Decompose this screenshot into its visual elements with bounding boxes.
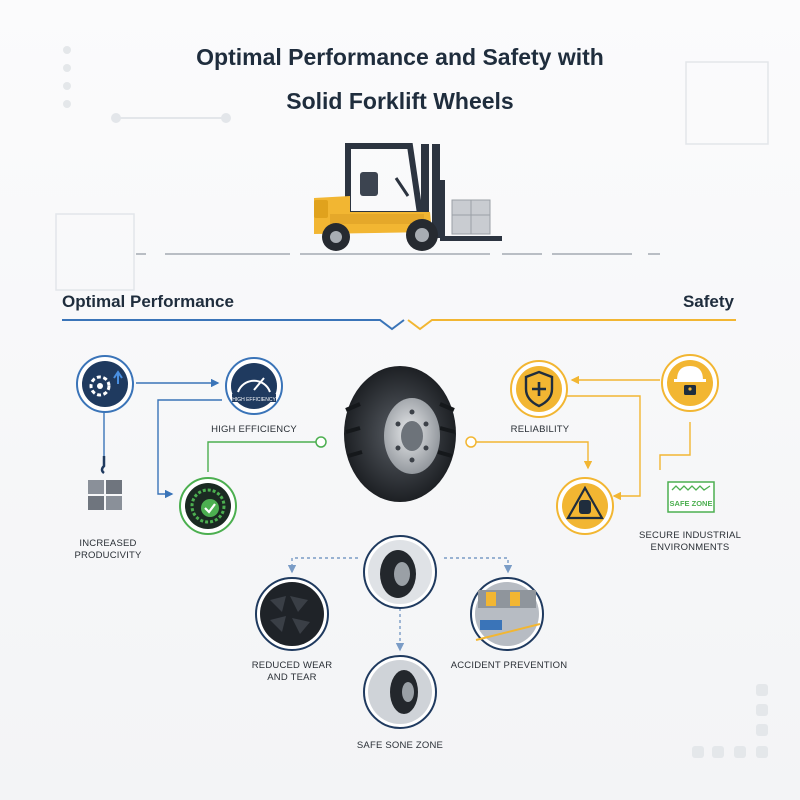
forklift-illustration (314, 143, 502, 251)
tire-tread-icon (255, 577, 329, 651)
central-tire (344, 366, 456, 502)
left-connectors (103, 378, 327, 499)
label-safe-zone: SAFE SONE ZONE (356, 740, 444, 751)
title-line-1: Optimal Performance and Safety with (196, 44, 604, 70)
label-reduced-wear: REDUCED WEAR AND TEAR (232, 660, 352, 684)
label-increased-productivity-line1: INCREASED (79, 538, 137, 549)
decor-dots (63, 46, 768, 758)
hard-hat-lock-icon (661, 354, 719, 412)
title-line-2: Solid Forklift Wheels (286, 88, 514, 114)
gear-upload-icon (76, 355, 134, 413)
safe-zone-badge-text: SAFE ZONE (670, 499, 713, 508)
label-secure-environments-line1: SECURE INDUSTRIAL (638, 530, 742, 541)
label-high-efficiency: HIGH EFFICIENCY (211, 424, 297, 435)
label-reduced-wear-line2: AND TEAR (267, 672, 317, 683)
right-connectors (465, 375, 691, 501)
speedometer-icon: HIGH EFFICIENCY (225, 357, 283, 415)
hand-warning-icon (556, 477, 614, 535)
decor-lines (55, 61, 769, 291)
safe-zone-sign-icon: SAFE ZONE (667, 481, 715, 513)
shield-plus-icon (510, 360, 568, 418)
warehouse-floor-icon (470, 577, 544, 651)
label-secure-environments-line2: ENVIRONMENTS (650, 542, 730, 553)
label-increased-productivity-line2: PRODUCIVITY (74, 550, 142, 561)
tire-check-icon (179, 477, 237, 535)
label-accident-prevention: ACCIDENT PREVENTION (450, 660, 568, 671)
section-heading-safety: Safety (682, 292, 734, 311)
label-secure-environments: SECURE INDUSTRIAL ENVIRONMENTS (628, 530, 752, 554)
tire-closeup-icon (363, 655, 437, 729)
label-increased-productivity: INCREASED PRODUCIVITY (48, 538, 168, 562)
label-reliability: RELIABILITY (510, 424, 570, 435)
label-reduced-wear-line1: REDUCED WEAR (251, 660, 333, 671)
tire-closeup-top-icon (363, 535, 437, 609)
speedometer-badge-text: HIGH EFFICIENCY (232, 397, 276, 403)
bottom-connectors (287, 557, 513, 652)
section-heading-performance: Optimal Performance (62, 292, 234, 311)
crane-boxes-icon (88, 456, 122, 510)
section-divider (62, 319, 736, 331)
